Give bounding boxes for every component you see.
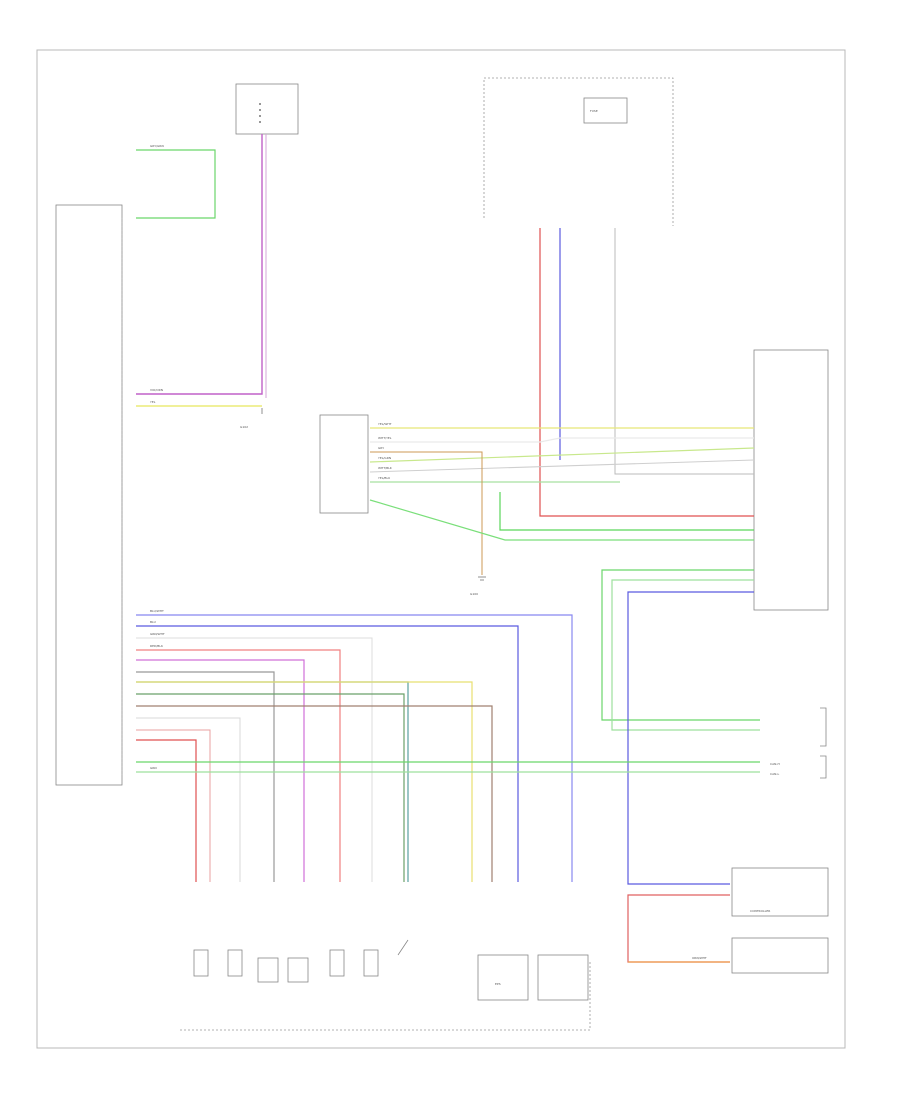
wire-yel-grn — [369, 447, 755, 463]
wire-purple-main — [136, 134, 263, 395]
label-g102: G102 — [240, 425, 248, 429]
diagram-frame — [36, 49, 846, 1049]
wire-grn-right — [499, 492, 754, 531]
wire-red-right — [627, 894, 730, 963]
label-blu: BLU — [150, 620, 156, 624]
label-grn-wht: GRN/WHT — [150, 632, 165, 636]
wire-wht-3 — [136, 717, 241, 882]
top-sensor-pins — [259, 103, 261, 123]
wire-gry-fuse — [614, 228, 754, 475]
label-can-h: CAN-H — [770, 762, 780, 766]
wire-brn-2 — [136, 705, 493, 882]
wire-blu-right — [627, 591, 754, 885]
wire-red-3 — [136, 739, 197, 882]
wire-can-grn-2 — [611, 579, 760, 731]
label-gry: GRY — [378, 446, 384, 450]
label-orn-wht: ORN/WHT — [692, 956, 707, 960]
right-mid-module — [753, 349, 829, 611]
label-yel: YEL — [150, 400, 156, 404]
label-gry-grn: GRY/GRN — [150, 144, 164, 148]
wire-blu-1 — [136, 625, 519, 882]
wire-grn-wht-1 — [136, 637, 373, 882]
right-connector-a — [820, 707, 827, 747]
ecu-left-module — [55, 204, 123, 786]
label-red-blk: RED/BLK — [150, 644, 164, 648]
label-yel-blu: YEL/BLU — [378, 476, 390, 480]
wire-red-fuse — [539, 228, 754, 517]
wire-grn-right-2 — [369, 499, 754, 541]
wire-red-blk-1 — [136, 649, 341, 882]
bottom-sensor-box-2 — [537, 954, 589, 1001]
wire-vio-1 — [136, 659, 305, 882]
label-can-l: CAN-L — [770, 772, 779, 776]
wire-pink-3 — [136, 729, 211, 882]
wire-wht-blk — [369, 459, 755, 473]
wire-wht-yel — [370, 437, 754, 443]
top-sensor-box — [235, 83, 299, 135]
label-blu-wht: BLU/WHT — [150, 609, 164, 613]
label-fuse: FUSE — [590, 109, 598, 113]
label-vio-orn: VIO/ORN — [150, 388, 163, 392]
label-eps: EPS — [495, 982, 501, 986]
bottom-sensor-box-1 — [477, 954, 529, 1001]
ground-symbol-g100 — [478, 576, 486, 581]
wire-gry-1 — [136, 671, 275, 882]
right-connector-b — [820, 755, 827, 779]
label-controller: CONTROLLER — [750, 909, 770, 913]
fuse-box-outline — [483, 77, 674, 226]
right-bottom-module-2 — [731, 937, 829, 974]
label-yel-wht: YEL/WHT — [378, 422, 392, 426]
wire-can-grn-1 — [601, 569, 760, 721]
right-bottom-module-1 — [731, 867, 829, 917]
wire-grn-2 — [136, 681, 409, 882]
wire-gry-ground — [370, 451, 483, 575]
wire-gry-grn-top — [136, 149, 216, 219]
label-wht-yel: WHT/YEL — [378, 436, 392, 440]
wire-blu-wht-1 — [136, 614, 573, 882]
bottom-switch-outline — [180, 960, 591, 1031]
wire-blk-2 — [136, 693, 405, 882]
label-yel-grn: YEL/GRN — [378, 456, 391, 460]
left-mid-module — [319, 414, 369, 514]
label-grn: GRN — [150, 766, 157, 770]
bottom-sensor-symbols — [193, 939, 409, 983]
label-g100: G100 — [470, 592, 478, 596]
fuse-element — [583, 97, 628, 124]
label-wht-blk: WHT/BLK — [378, 466, 393, 470]
wire-yel-2 — [136, 681, 473, 882]
